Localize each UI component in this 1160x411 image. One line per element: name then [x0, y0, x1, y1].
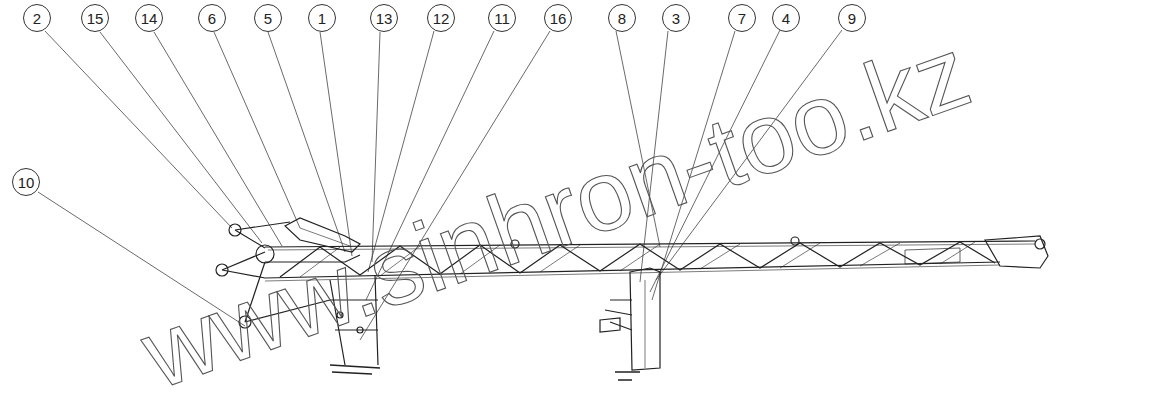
- leader-lines-part: [100, 32, 262, 243]
- counter-jib-frame-part: [229, 224, 241, 236]
- watermark: www.sinhron-too.kz: [130, 20, 981, 404]
- tower-support: [600, 268, 660, 380]
- callout-number: 15: [81, 4, 109, 32]
- callout-text: 12: [433, 11, 450, 26]
- callout-text: 4: [782, 11, 790, 26]
- callout-text: 15: [87, 11, 104, 26]
- callout-text: 7: [738, 11, 746, 26]
- callout-number: 11: [488, 4, 516, 32]
- callout-number: 1: [308, 4, 336, 32]
- callout-text: 5: [264, 11, 272, 26]
- leader-lines-part: [45, 31, 232, 228]
- leader-lines-part: [214, 32, 300, 228]
- callout-text: 8: [618, 11, 626, 26]
- tower-support-part: [600, 318, 620, 332]
- tower-support-part: [605, 300, 632, 330]
- callout-text: 10: [18, 175, 35, 190]
- counter-jib-frame-part: [216, 264, 228, 276]
- jib-lattice-part: [791, 237, 799, 245]
- callout-text: 13: [376, 11, 393, 26]
- leader-lines-part: [268, 32, 345, 252]
- callout-number: 8: [608, 4, 636, 32]
- leader-lines-part: [320, 32, 352, 256]
- callout-text: 1: [318, 11, 326, 26]
- callout-text: 16: [550, 11, 567, 26]
- callout-number: 16: [544, 4, 572, 32]
- callout-number: 2: [23, 4, 51, 32]
- callout-number: 7: [728, 4, 756, 32]
- counter-jib-frame-part: [330, 365, 380, 374]
- callout-text: 9: [848, 11, 856, 26]
- tower-support-part: [615, 372, 640, 380]
- callout-text: 3: [672, 11, 680, 26]
- jib-lattice-part: [1035, 239, 1045, 249]
- callout-number: 6: [198, 4, 226, 32]
- callout-text: 6: [208, 11, 216, 26]
- jib-lattice-part: [985, 236, 1048, 268]
- tower-support-part: [645, 280, 646, 368]
- jib-lattice-part: [905, 248, 960, 264]
- leader-lines-part: [154, 32, 282, 246]
- callout-number: 5: [254, 4, 282, 32]
- callout-number: 12: [427, 4, 455, 32]
- callout-text: 11: [494, 11, 510, 26]
- callout-text: 2: [33, 11, 41, 26]
- callout-number: 10: [12, 168, 40, 196]
- callout-text: 14: [141, 11, 158, 26]
- callout-number: 3: [662, 4, 690, 32]
- callout-number: 9: [838, 4, 866, 32]
- callout-number: 13: [370, 4, 398, 32]
- tower-support-part: [630, 268, 660, 370]
- callout-number: 14: [135, 4, 163, 32]
- callout-number: 4: [772, 4, 800, 32]
